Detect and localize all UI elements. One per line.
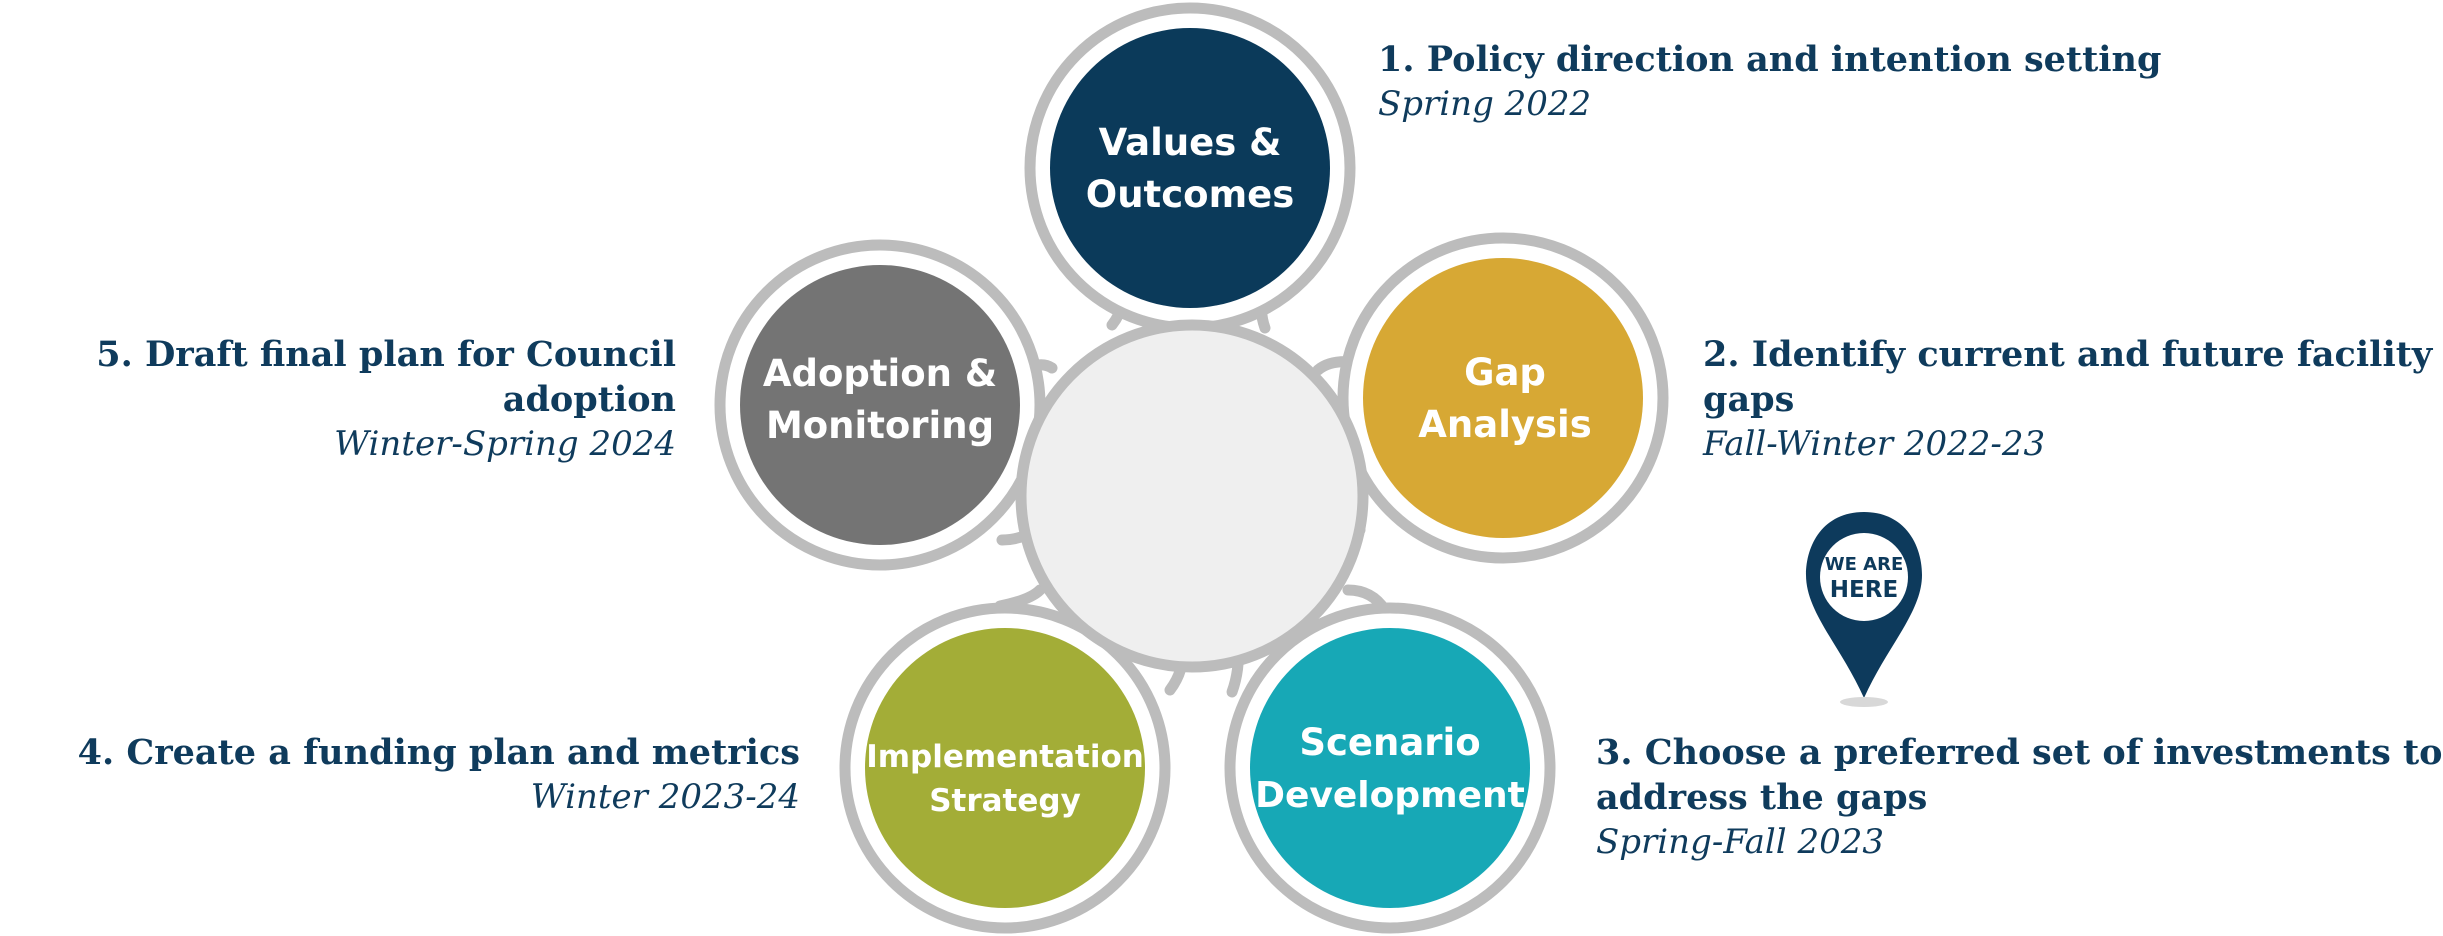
step-5-title: 5. Draft final plan for Council adoption <box>96 334 676 420</box>
marker-line1: WE ARE <box>1825 554 1904 575</box>
adoption-monitoring-circle <box>740 265 1020 545</box>
scenario-line1: Scenario <box>1299 721 1480 764</box>
step-1-caption: 1. Policy direction and intention settin… <box>1378 38 2161 126</box>
gap-analysis-circle <box>1363 258 1643 538</box>
step-4-date: Winter 2023-24 <box>530 776 800 817</box>
center-hub <box>1015 319 1369 673</box>
values-line1: Values & <box>1099 121 1282 164</box>
step-2-caption: 2. Identify current and future facility … <box>1703 333 2443 466</box>
step-1-date: Spring 2022 <box>1378 83 1592 124</box>
step-4-title: 4. Create a funding plan and metrics <box>77 732 800 773</box>
step-3-caption: 3. Choose a preferred set of investments… <box>1596 731 2443 864</box>
implementation-strategy-circle <box>865 628 1145 908</box>
adoption-line2: Monitoring <box>766 404 994 447</box>
step-3-date: Spring-Fall 2023 <box>1596 821 1884 862</box>
step-1-title: 1. Policy direction and intention settin… <box>1378 39 2162 80</box>
step-5-date: Winter-Spring 2024 <box>334 423 676 464</box>
step-4-caption: 4. Create a funding plan and metrics Win… <box>78 731 800 819</box>
implementation-line2: Strategy <box>929 783 1081 819</box>
step-5-caption: 5. Draft final plan for Council adoption… <box>0 333 676 466</box>
adoption-line1: Adoption & <box>763 352 997 395</box>
gap-line2: Analysis <box>1418 403 1591 446</box>
marker-line2: HERE <box>1830 577 1898 603</box>
scenario-line2: Development <box>1255 775 1525 816</box>
step-3-title-line2: address the gaps <box>1596 776 1928 818</box>
values-outcomes-circle <box>1050 28 1330 308</box>
gap-line1: Gap <box>1464 351 1546 394</box>
step-3-title-line1: 3. Choose a preferred set of investments… <box>1596 732 2443 773</box>
step-2-title: 2. Identify current and future facility … <box>1703 334 2433 420</box>
step-2-date: Fall-Winter 2022-23 <box>1703 423 2046 464</box>
scenario-development-circle <box>1250 628 1530 908</box>
values-line2: Outcomes <box>1086 173 1295 216</box>
location-pin-icon: WE ARE HERE <box>1806 512 1922 707</box>
implementation-line1: Implementation <box>866 739 1144 775</box>
